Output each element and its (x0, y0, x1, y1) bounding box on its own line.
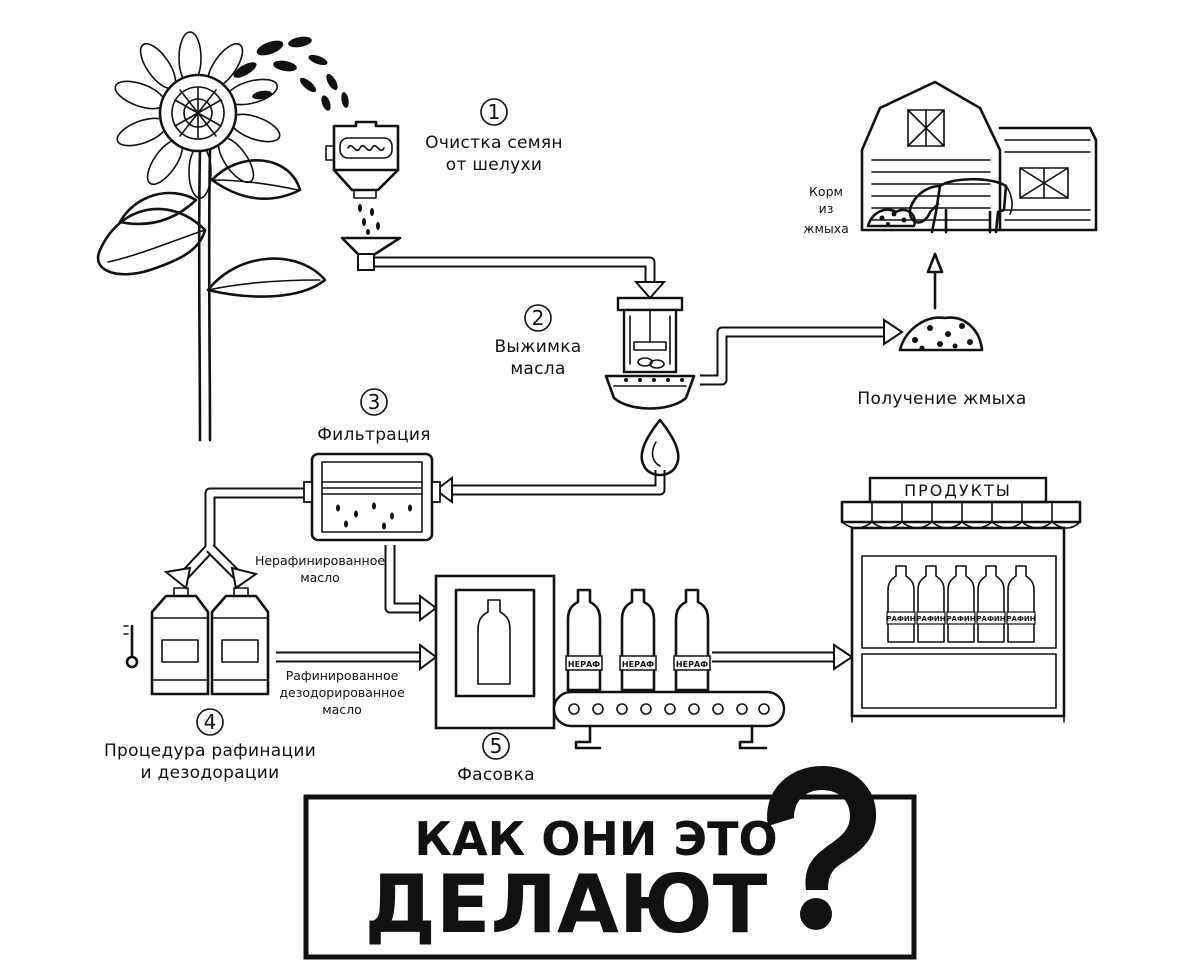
bottle-icon: РАФИН (946, 565, 976, 643)
packing-machine (434, 574, 556, 730)
conveyor-icon (552, 690, 786, 750)
bottle-label: НЕРАФ (568, 660, 600, 669)
step-4-title-line2: и дезодорации (140, 763, 279, 783)
step-4-number: 4 (204, 710, 217, 734)
refined-oil-label: Рафинированное дезодорированное масло (279, 668, 405, 717)
arrow-to-canister-1 (163, 566, 192, 590)
oil-drop-icon (640, 418, 680, 477)
feed-pile-icon (866, 208, 917, 228)
step-1-title-line2: от шелухи (446, 155, 542, 175)
bottle-label: РАФИН (1006, 615, 1035, 623)
step-2-title-line1: Выжимка (494, 337, 581, 357)
title-line1: КАК ОНИ ЭТО (414, 812, 777, 866)
oilcake-label: Получение жмыха (857, 389, 1026, 409)
unrefined-oil-label: Нерафинированное масло (255, 553, 385, 585)
arrow-to-packing-1 (419, 594, 438, 622)
funnel-icon (340, 236, 402, 271)
bottle-label: РАФИН (886, 615, 915, 623)
bottle-label: НЕРАФ (622, 660, 654, 669)
conveyor-bottles: НЕРАФ НЕРАФ НЕРАФ (565, 588, 711, 692)
bottle-icon: НЕРАФ (565, 588, 603, 692)
seeds (233, 36, 349, 111)
step-4-title-line1: Процедура рафинации (104, 741, 316, 761)
oilcake-pile-icon (898, 316, 984, 352)
step-5-label: 5 Фасовка (457, 732, 535, 785)
step-5-title: Фасовка (457, 765, 535, 785)
bottle-icon: НЕРАФ (619, 588, 657, 692)
arrow-to-shop (833, 643, 854, 671)
bottle-label: РАФИН (916, 615, 945, 623)
step-2-label: 2 Выжимка масла (494, 304, 581, 379)
step-1-title-line1: Очистка семян (425, 133, 563, 153)
refined-label-line2: дезодорированное (279, 685, 405, 700)
flow-arrows (163, 252, 944, 671)
step-1-number: 1 (488, 100, 501, 124)
step-4-label: 4 Процедура рафинации и дезодорации (104, 708, 316, 783)
bottle-label: НЕРАФ (676, 660, 708, 669)
step-3-number: 3 (368, 390, 381, 414)
refined-label-line3: масло (322, 702, 362, 717)
title-line2: ДЕЛАЮТ (365, 858, 768, 951)
filter-tank-icon (303, 452, 441, 542)
bottle-icon: РАФИН (916, 565, 946, 643)
step-5-number: 5 (490, 734, 503, 758)
oil-press-icon (604, 296, 696, 410)
cow-icon (908, 177, 1013, 234)
feed-label: Корм из жмыха (803, 184, 849, 236)
thermometer-icon (123, 624, 139, 669)
arrow-to-barn (926, 252, 944, 310)
arrow-to-filter (434, 476, 453, 504)
unrefined-label-line2: масло (300, 570, 340, 585)
shop-sign: ПРОДУКТЫ (904, 481, 1012, 500)
feed-label-line1: Корм (809, 184, 843, 199)
step-3-label: 3 Фильтрация (317, 388, 431, 445)
shop-stall-icon: ПРОДУКТЫ (840, 476, 1082, 723)
barn-icon (860, 80, 1098, 232)
canister-icon (210, 587, 270, 696)
arrow-to-packing-2 (419, 643, 438, 671)
sunflower-icon (96, 31, 327, 442)
arrow-to-cake (883, 318, 904, 346)
pipes (177, 256, 890, 663)
question-mark-icon (767, 766, 877, 930)
step-2-number: 2 (532, 306, 545, 330)
unrefined-label-line1: Нерафинированное (255, 553, 385, 568)
bottle-label: РАФИН (976, 615, 1005, 623)
shop-bottles: РАФИН РАФИН РАФИН РАФИН РАФИН (886, 565, 1036, 643)
feed-label-line2: из (819, 201, 834, 216)
bottle-icon (477, 599, 511, 685)
arrow-to-press (633, 281, 667, 300)
bottle-label: РАФИН (946, 615, 975, 623)
bottle-icon: РАФИН (976, 565, 1006, 643)
bottle-icon: НЕРАФ (673, 588, 711, 692)
canister-icon (150, 587, 210, 696)
arrow-to-canister-2 (230, 566, 259, 590)
seed-cleaner-icon (325, 120, 400, 235)
bottle-icon: РАФИН (886, 565, 916, 643)
feed-label-line3: жмыха (803, 221, 849, 236)
step-2-title-line2: масла (510, 359, 565, 379)
step-3-title: Фильтрация (317, 425, 431, 445)
refined-label-line1: Рафинированное (286, 668, 399, 683)
step-1-label: 1 Очистка семян от шелухи (425, 98, 563, 175)
bottle-icon: РАФИН (1006, 565, 1036, 643)
